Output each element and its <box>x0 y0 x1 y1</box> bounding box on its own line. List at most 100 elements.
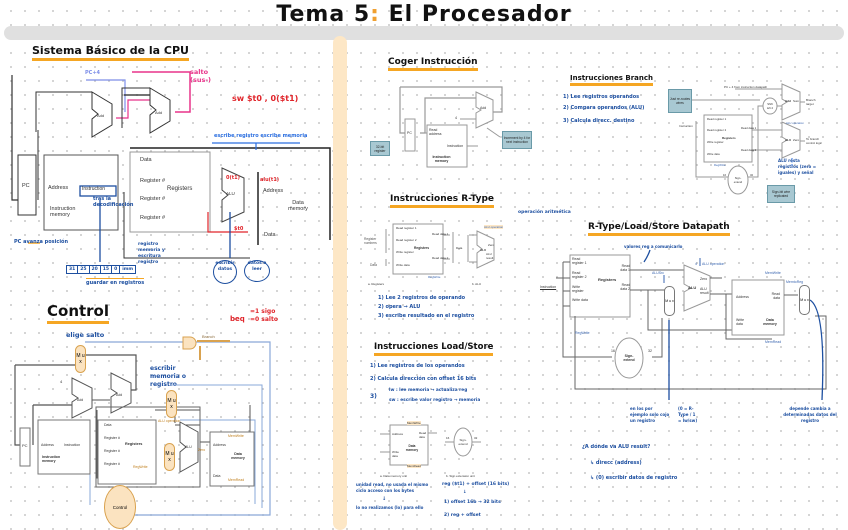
label-alu: ALU <box>688 285 697 290</box>
control-diagram <box>14 336 271 516</box>
label-bits16: 16 <box>723 173 727 177</box>
label-add-2: Add <box>116 393 123 397</box>
answer-2: ↳ (0) escribir datos de registro <box>590 475 678 481</box>
datapath-heading: R-Type/Load/Store Datapath <box>588 222 730 236</box>
label-registers: Registers <box>722 136 736 140</box>
field: 20 <box>90 266 101 273</box>
label-regwrite: RegWrite <box>133 465 148 469</box>
callout-sign-bit: Sign-bit wire replicated <box>767 185 795 203</box>
label-alu: ALU <box>480 248 487 252</box>
alu <box>179 421 199 473</box>
instruction-field-box <box>79 185 117 197</box>
mux-branch: M u x <box>75 345 86 373</box>
wire <box>630 269 734 331</box>
label-data-right: Data <box>456 246 463 250</box>
label-bits16: 16 <box>611 349 615 353</box>
rtype-step-2: 2) opera → ALU <box>378 304 421 310</box>
label-alu-operation: ALU operation <box>158 419 181 423</box>
note-salto: salto (sus-) <box>190 68 212 84</box>
instruction-memory-box <box>426 124 468 168</box>
note-elige-salto: elige salto <box>66 331 105 339</box>
wire-blue <box>170 384 263 508</box>
title-colon: : <box>370 2 380 27</box>
label-memread: MemRead <box>407 464 421 468</box>
label-instruction: Instruction <box>82 186 106 192</box>
adder <box>475 91 494 129</box>
bubble-datos: datos a leer <box>244 260 270 282</box>
label-read-data-2: Read data 2 <box>432 256 449 260</box>
note-tras-decodif: tras la decodificación <box>93 196 134 208</box>
label-alu-operation: ALU operation <box>702 262 725 266</box>
pc-box <box>17 154 37 216</box>
control-unit: Control <box>104 485 136 529</box>
label-alu-operation: ALU operation <box>484 225 504 229</box>
question-alu-result: ¿A dónde va ALU result? <box>582 444 651 450</box>
header-divider-bar <box>4 26 844 40</box>
label-sign-extend: Sign-extend <box>458 438 468 446</box>
reg-outer <box>95 406 201 488</box>
mux-alusrc: M u x <box>664 286 675 316</box>
note-red-b: alu(t1) <box>260 177 280 183</box>
label-read-data: Read data <box>771 292 780 300</box>
label-register-3: Register # <box>140 215 166 221</box>
loadstore-step-2: 2) Calcula dirección con offset 16 bits <box>370 376 477 382</box>
callout-increment: Increment by 4 for next instruction <box>502 131 532 149</box>
wire <box>14 365 20 446</box>
label-shift: Shift left 2 <box>766 102 774 110</box>
label-read-reg-1: Read register 1 <box>707 117 727 121</box>
label-instruction-memory: Instruction memory <box>42 455 61 463</box>
pc-box <box>19 427 31 467</box>
fetch-heading: Coger Instrucción <box>388 57 478 71</box>
registers-box <box>129 151 211 233</box>
label-memwrite: MemWrite <box>407 421 421 425</box>
label-add-1: Add <box>97 113 105 118</box>
answer-1: ↳ direcc (address) <box>590 460 642 466</box>
label-alu: ALU <box>226 191 235 196</box>
label-memread: MemRead <box>228 478 245 482</box>
instruction-fields: 31 25 20 15 0 imm <box>66 265 137 274</box>
label-instruction: Instruction <box>540 285 557 289</box>
control-heading: Control <box>47 302 110 324</box>
label-pc4: PC + 4 from instruction datapath <box>724 85 768 89</box>
note-guardar: guardar en registros <box>86 278 145 286</box>
wire-salto-pink <box>132 71 191 113</box>
wire-pc4-blue <box>86 79 126 112</box>
wire <box>574 315 827 390</box>
label-dm-data: Data <box>213 474 221 478</box>
label-read-data-1: Read data 1 <box>620 264 630 272</box>
note-sw: sw $t0 , 0($t1) <box>232 94 299 103</box>
label-alu: ALU <box>785 138 792 142</box>
label-zero: Zero <box>198 448 206 452</box>
field: 25 <box>78 266 90 273</box>
wire <box>556 261 570 307</box>
wire <box>130 147 331 240</box>
registers-box <box>97 419 157 485</box>
label-memread: MemRead <box>765 340 782 344</box>
label-alu: ALU <box>185 445 192 449</box>
label-write-reg: Write register <box>707 140 724 144</box>
adder-2 <box>149 87 171 134</box>
label-write-data: Write data <box>392 450 399 458</box>
note-registro: registro memoria y escritura registro <box>138 242 165 265</box>
note-operacion: operación aritmética <box>518 210 571 215</box>
label-add: Add <box>77 398 84 402</box>
label-instruction-memory: Instruction memory <box>432 155 451 163</box>
label-registers: Registers <box>414 246 430 250</box>
label-read-reg-1: Read register 1 <box>396 226 417 230</box>
label-sum: Sum <box>793 99 800 103</box>
label-read-data-2: Read data 2 <box>620 283 630 291</box>
adder-pc <box>71 377 93 419</box>
label-read-address: Read address <box>429 128 442 136</box>
label-sign-extend: Sign-extend <box>733 176 743 184</box>
label-data-memory: Data memory <box>288 200 308 212</box>
label-address: Address <box>48 185 69 191</box>
label-memtoreg: MemtoReg <box>786 280 804 284</box>
loadstore-note-right-4: 2) reg + offset <box>444 513 481 518</box>
label-bits32: 32 <box>750 173 754 177</box>
note-memtoreg: depende cambia a determinadas datos del … <box>783 406 837 423</box>
wire <box>123 192 250 259</box>
label-memwrite: MemWrite <box>765 271 781 275</box>
loadstore-note-right-1: reg ($t1) + offset (16 bits) <box>442 482 510 487</box>
label-write-reg: Write register <box>396 250 414 254</box>
instruction-memory-box <box>37 419 91 475</box>
